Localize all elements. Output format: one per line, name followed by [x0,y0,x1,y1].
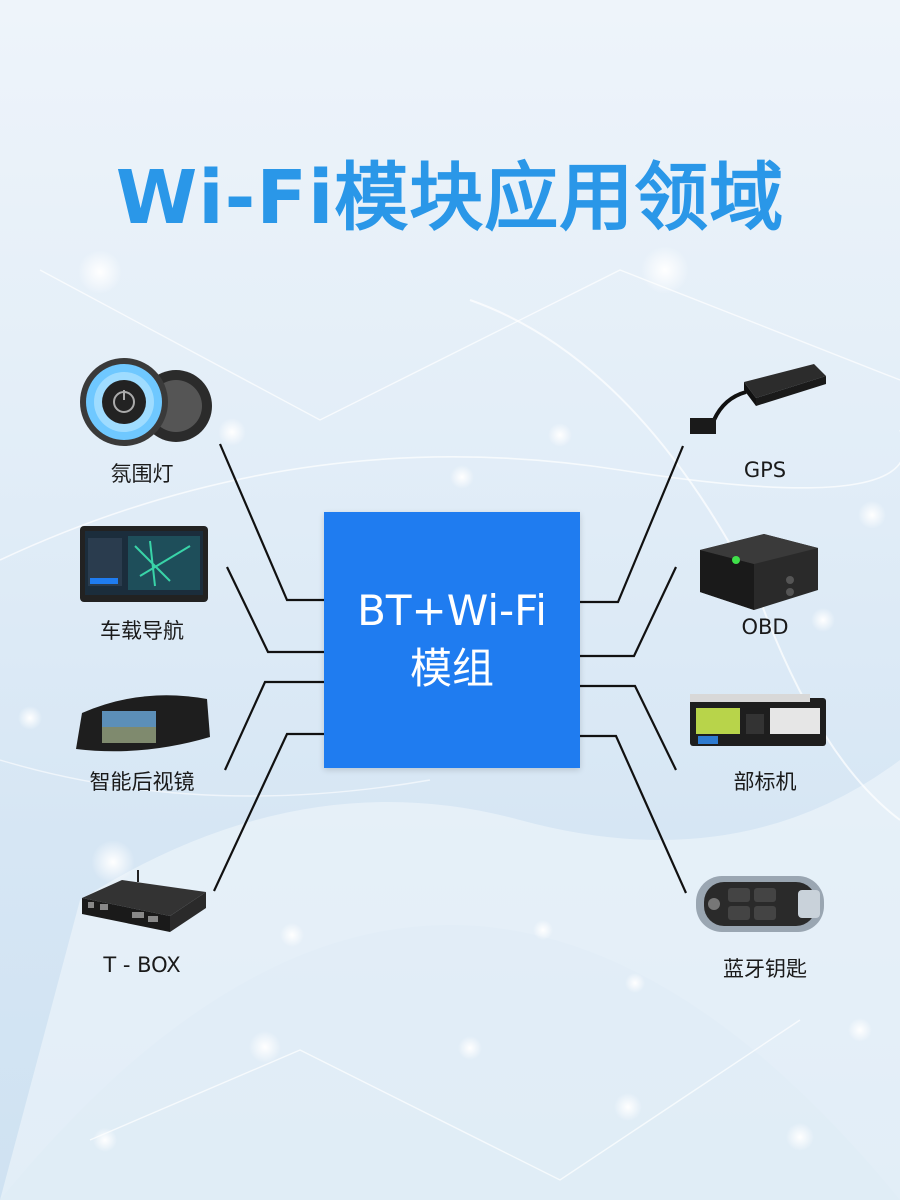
left-label-1: 氛围灯 [110,462,174,486]
left-label-4: T - BOX [103,953,181,977]
obd-device-icon [700,534,818,610]
bt-wifi-module-box: BT+Wi-Fi 模组 [324,512,580,768]
left-label-2: 车载导航 [100,619,184,643]
wire-standard-terminal [580,684,677,771]
smart-mirror-icon [76,695,210,752]
module-name: BT+Wi-Fi [357,586,547,635]
bluetooth-key-icon [696,876,824,932]
right-label-2: OBD [741,615,789,639]
wire-car-navigation [226,566,324,654]
wire-gps [580,445,685,604]
wire-tbox [213,732,324,892]
module-type: 模组 [409,644,494,693]
car-navigation-icon [80,526,208,602]
right-label-4: 蓝牙钥匙 [723,957,807,981]
wire-ambient-light [218,443,324,602]
gps-tracker-icon [690,364,826,434]
page-title: Wi-Fi模块应用领域 [115,155,785,241]
ambient-light-icon [80,358,212,446]
standard-terminal-icon [690,694,826,746]
left-label-3: 智能后视镜 [89,770,195,794]
right-label-3: 部标机 [733,770,797,794]
tbox-icon [82,870,206,932]
right-label-1: GPS [743,458,787,482]
wire-obd [580,566,677,658]
wire-smart-mirror [223,680,324,771]
wire-bluetooth-key [580,734,688,894]
